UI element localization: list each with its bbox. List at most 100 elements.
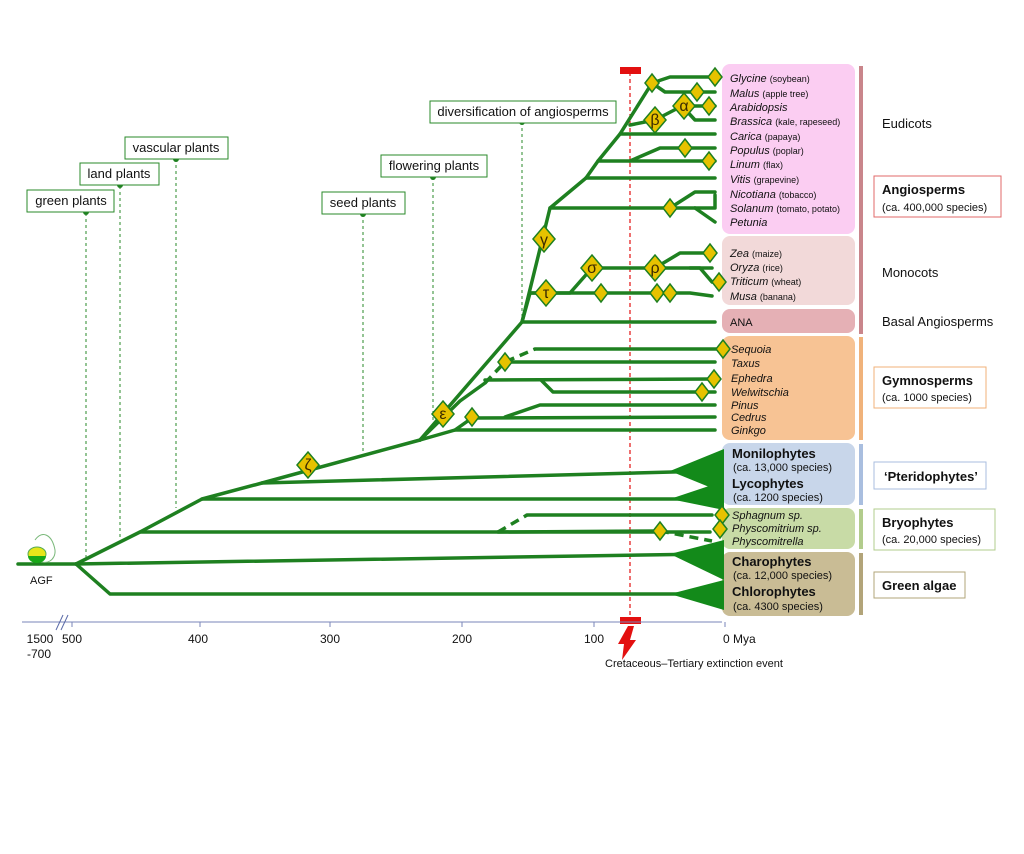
wgd-rho: ρ — [643, 253, 667, 283]
taxon-taxus: Taxus — [731, 358, 760, 370]
gymnosperm-taxa: Sequoia Taxus Ephedra Welwitschia Pinus … — [731, 344, 789, 437]
wgd-tau: τ — [534, 278, 558, 308]
taxon-vitis: Vitis(grapevine) — [730, 174, 799, 186]
svg-text:α: α — [679, 98, 688, 115]
svg-text:(ca. 400,000 species): (ca. 400,000 species) — [882, 202, 987, 214]
taxon-musa: Musa(banana) — [730, 291, 796, 303]
taxon-ginkgo: Ginkgo — [731, 425, 766, 437]
svg-text:τ: τ — [543, 285, 550, 302]
svg-text:flowering plants: flowering plants — [389, 158, 480, 173]
taxon-chlorophytes: Chlorophytes — [732, 584, 816, 599]
group-monocots: Monocots — [882, 265, 939, 280]
green-algae-bar — [859, 553, 863, 615]
taxon-welwitschia: Welwitschia — [731, 387, 789, 399]
angiosperm-bar — [859, 66, 863, 334]
taxon-ephedra: Ephedra — [731, 373, 773, 385]
green-algae-panel — [722, 552, 855, 616]
algae-cell-icon — [27, 534, 56, 563]
chlorophyte-count: (ca. 4300 species) — [733, 601, 823, 613]
svg-text:diversification of angiosperms: diversification of angiosperms — [437, 104, 609, 119]
wgd-zeta: ζ — [296, 450, 320, 480]
charophyte-wedge — [670, 540, 724, 580]
tick-0: 0 Mya — [723, 632, 756, 646]
monilophyte-count: (ca. 13,000 species) — [733, 462, 832, 474]
taxon-zea: Zea(maize) — [729, 248, 782, 260]
pteridophyte-bar — [859, 444, 863, 505]
milestone-land-plants: land plants — [79, 162, 160, 186]
milestone-seed-plants: seed plants — [321, 191, 406, 215]
chlorophyte-wedge — [670, 580, 724, 610]
group-green-algae: Green algae — [873, 571, 966, 599]
ana-panel — [722, 309, 855, 333]
monilophyte-wedge — [670, 449, 724, 493]
svg-text:β: β — [650, 112, 659, 129]
tick-500: 500 — [62, 632, 82, 646]
taxon-ana: ANA — [730, 317, 753, 329]
wgd-gamma: γ — [532, 224, 556, 254]
tick-400: 400 — [188, 632, 208, 646]
charophyte-count: (ca. 12,000 species) — [733, 570, 832, 582]
monocot-panel — [722, 236, 855, 305]
gymnosperm-panel — [722, 336, 855, 440]
lightning-icon — [618, 626, 636, 660]
svg-text:Angiosperms: Angiosperms — [882, 182, 965, 197]
gymnosperm-bar — [859, 337, 863, 440]
svg-text:Bryophytes: Bryophytes — [882, 515, 954, 530]
taxon-petunia: Petunia — [730, 217, 767, 229]
taxon-nicotiana: Nicotiana(tobacco) — [730, 189, 816, 201]
group-bryophytes: Bryophytes (ca. 20,000 species) — [873, 508, 996, 551]
tick-left-sub: -700 — [27, 647, 51, 661]
group-eudicots: Eudicots — [882, 116, 932, 131]
taxon-glycine: Glycine(soybean) — [730, 73, 810, 85]
algae-taxa: Charophytes (ca. 12,000 species) Chlorop… — [732, 554, 832, 613]
group-pteridophytes: ‘Pteridophytes’ — [873, 461, 987, 490]
pteridophyte-taxa: Monilophytes (ca. 13,000 species) Lycoph… — [732, 446, 832, 504]
root-label: AGF — [30, 575, 53, 587]
taxon-oryza: Oryza(rice) — [730, 262, 783, 274]
event-bottom-marker — [620, 617, 641, 624]
taxon-populus: Populus(poplar) — [730, 145, 804, 157]
svg-text:vascular plants: vascular plants — [133, 140, 220, 155]
tick-100: 100 — [584, 632, 604, 646]
lycophyte-count: (ca. 1200 species) — [733, 492, 823, 504]
tree-branches — [16, 75, 722, 596]
taxon-physcomitrella: Physcomitrella — [732, 536, 804, 548]
wgd-beta: β — [643, 105, 667, 135]
taxon-arabidopsis: Arabidopsis — [729, 102, 788, 114]
taxon-sequoia: Sequoia — [731, 344, 771, 356]
event-top-marker — [620, 67, 641, 74]
bryophyte-bar — [859, 509, 863, 549]
lycophyte-wedge — [670, 481, 724, 510]
svg-text:ρ: ρ — [650, 260, 659, 277]
bryophyte-taxa: Sphagnum sp. Physcomitrium sp. Physcomit… — [732, 510, 822, 548]
bryophyte-panel — [722, 508, 855, 549]
eudicot-panel — [722, 64, 855, 234]
taxon-linum: Linum(flax) — [730, 159, 783, 171]
taxon-charophytes: Charophytes — [732, 554, 811, 569]
taxon-brassica: Brassica(kale, rapeseed) — [730, 116, 840, 128]
taxon-physcomitrium: Physcomitrium sp. — [732, 523, 822, 535]
tick-left: 1500 — [27, 632, 54, 646]
taxon-cedrus: Cedrus — [731, 412, 767, 424]
taxon-sphagnum: Sphagnum sp. — [732, 510, 803, 522]
svg-text:γ: γ — [540, 232, 548, 249]
svg-text:Gymnosperms: Gymnosperms — [882, 373, 973, 388]
extinction-event-label: Cretaceous–Tertiary extinction event — [605, 658, 783, 670]
milestone-green-plants: green plants — [26, 189, 115, 213]
taxon-triticum: Triticum(wheat) — [730, 276, 801, 288]
time-axis: 1500 -700 500 400 300 200 100 0 Mya — [22, 614, 756, 661]
taxon-malus: Malus(apple tree) — [730, 88, 808, 100]
eudicot-taxa: Glycine(soybean) Malus(apple tree) Arabi… — [729, 73, 840, 229]
milestone-flowering-plants: flowering plants — [380, 154, 488, 178]
svg-text:ε: ε — [439, 406, 446, 423]
milestone-vascular-plants: vascular plants — [124, 136, 229, 160]
milestone-diversification: diversification of angiosperms — [429, 100, 617, 124]
group-gymnosperms: Gymnosperms (ca. 1000 species) — [873, 366, 987, 409]
taxon-solanum: Solanum(tomato, potato) — [730, 203, 840, 215]
svg-text:‘Pteridophytes’: ‘Pteridophytes’ — [884, 469, 978, 484]
group-basal-angiosperms: Basal Angiosperms — [882, 314, 994, 329]
svg-text:green plants: green plants — [35, 193, 107, 208]
monocot-taxa: Zea(maize) Oryza(rice) Triticum(wheat) M… — [729, 248, 801, 303]
svg-text:Green algae: Green algae — [882, 578, 956, 593]
